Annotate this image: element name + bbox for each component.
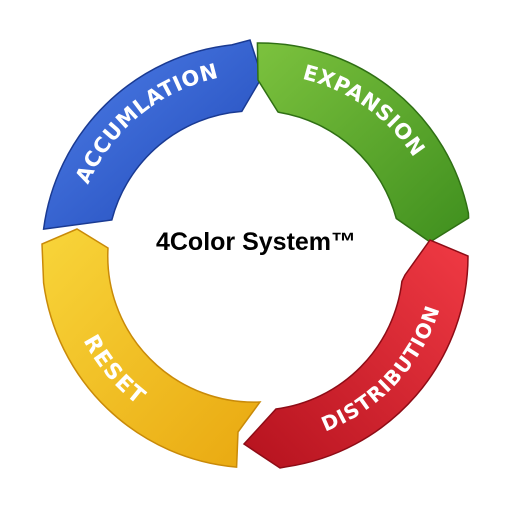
distribution-segment — [242, 239, 469, 469]
center-title: 4Color System™ — [156, 228, 356, 256]
reset-segment — [41, 228, 262, 468]
accumulation-segment — [42, 39, 263, 230]
ring-segments — [41, 39, 470, 469]
expansion-segment — [256, 42, 470, 243]
